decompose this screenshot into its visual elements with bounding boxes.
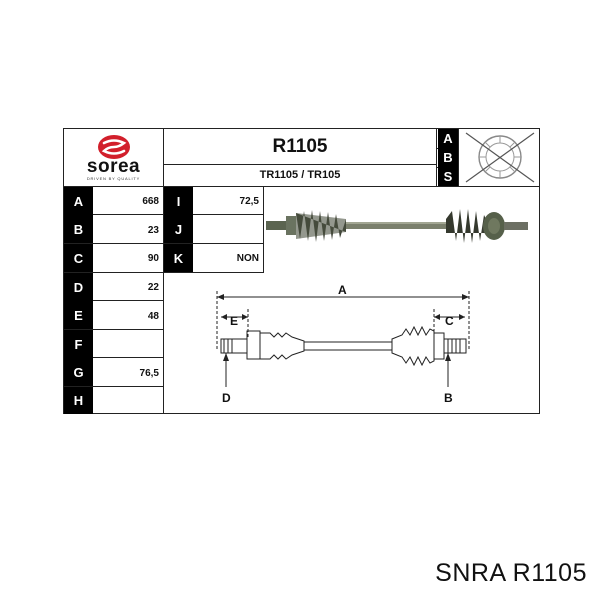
row-letter-d: D (64, 273, 93, 301)
dimension-label-e: E (230, 314, 239, 328)
row-letter-i: I (164, 187, 193, 215)
abs-letter-s: S (438, 167, 458, 186)
row-letter-c: C (64, 244, 93, 272)
row-value-b: 23 (147, 225, 159, 236)
row-value-k: NON (236, 253, 259, 264)
brand-logo: sorea DRIVEN BY QUALITY (64, 129, 163, 186)
cross-reference: TR1105 / TR105 (259, 169, 341, 181)
abs-ring-crossed-icon (465, 132, 535, 183)
row-value-c: 90 (147, 253, 159, 264)
sorea-logo-icon (98, 135, 130, 159)
logo-brand-name: sorea (86, 156, 141, 177)
row-letter-a: A (64, 187, 93, 215)
dimension-label-b: B (444, 391, 453, 405)
dimension-label-a: A (338, 283, 347, 297)
row-letter-j: J (164, 215, 193, 243)
dimension-drawing (216, 291, 470, 387)
row-letter-k: K (164, 244, 193, 272)
row-value-a: 668 (142, 196, 159, 207)
row-letter-h: H (64, 387, 93, 414)
drive-shaft-photo (266, 209, 528, 243)
part-code: R1105 (272, 136, 328, 157)
abs-letter-b: B (438, 148, 458, 167)
footer-part-label: SNRA R1105 (435, 559, 587, 587)
abs-letter-a: A (438, 129, 458, 148)
row-letter-e: E (64, 301, 93, 329)
row-value-d: 22 (147, 282, 159, 293)
dimension-label-d: D (222, 391, 231, 405)
row-value-e: 48 (147, 311, 159, 322)
row-letter-f: F (64, 330, 93, 358)
row-value-g: 76,5 (139, 368, 159, 379)
spec-sheet: sorea DRIVEN BY QUALITY R1105 TR1105 / T… (63, 128, 540, 414)
row-letter-g: G (64, 358, 93, 386)
dimension-label-c: C (445, 314, 454, 328)
row-value-i: 72,5 (239, 196, 259, 207)
row-letter-b: B (64, 215, 93, 243)
logo-tagline: DRIVEN BY QUALITY (86, 176, 141, 181)
